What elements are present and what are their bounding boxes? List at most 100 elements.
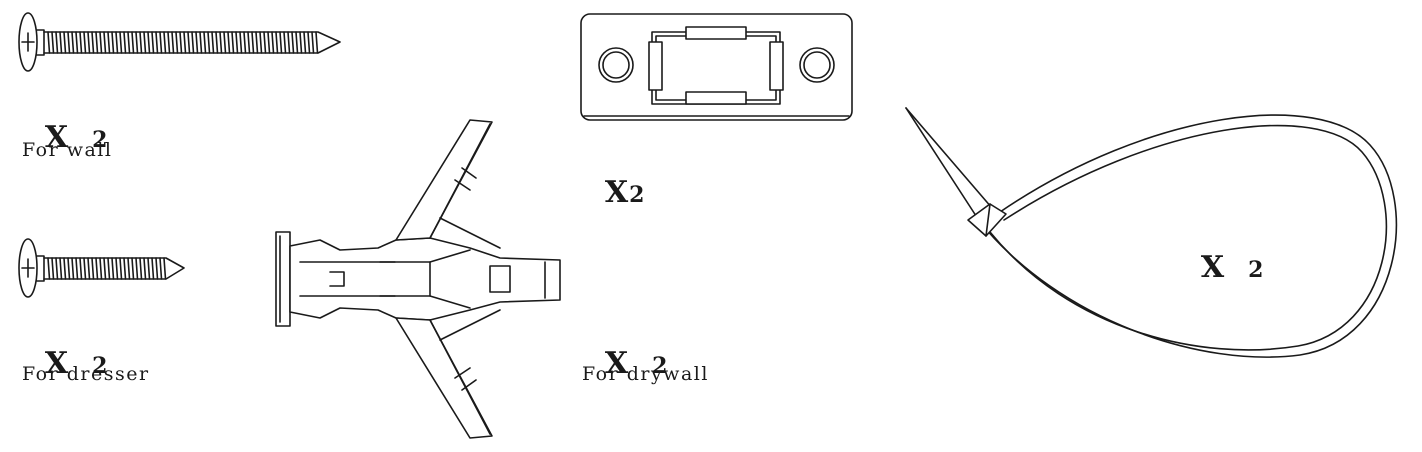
drywall-anchor-description: For drywall: [582, 363, 709, 385]
drywall-anchor-quantity-value: 2: [652, 353, 669, 379]
mounting-plate-quantity: X2: [582, 140, 645, 210]
screw-thread: [179, 31, 183, 54]
screw-thread: [311, 31, 315, 54]
screw-thread: [187, 31, 191, 54]
screw-thread: [255, 31, 259, 54]
screw-thread: [155, 257, 159, 280]
screw-thread: [123, 257, 127, 280]
screw-thread: [199, 31, 203, 54]
screw-thread: [227, 31, 231, 54]
screw-thread: [119, 31, 123, 54]
screw-thread: [87, 31, 91, 54]
screw-thread: [59, 31, 63, 54]
mounting-plate-quantity-value: 2: [629, 182, 646, 208]
screw-thread: [47, 257, 51, 280]
screw-thread: [127, 31, 131, 54]
screw-thread: [79, 31, 83, 54]
screw-thread: [59, 257, 63, 280]
screw-thread: [283, 31, 287, 54]
screw-thread: [67, 257, 71, 280]
screw-thread: [115, 257, 119, 280]
long-screw-illustration: [18, 12, 341, 72]
screw-thread: [203, 31, 207, 54]
short-screw-quantity-value: 2: [92, 353, 109, 379]
screw-thread: [143, 257, 147, 280]
screw-thread: [67, 31, 71, 54]
screw-thread: [307, 31, 311, 54]
short-screw-quantity: X 2: [22, 311, 108, 381]
cable-tie-illustration: [905, 107, 1398, 358]
screw-thread: [175, 31, 179, 54]
screw-thread: [87, 257, 91, 280]
screw-thread: [215, 31, 219, 54]
screw-thread: [299, 31, 303, 54]
screw-thread: [275, 31, 279, 54]
screw-thread: [111, 31, 115, 54]
screw-thread: [163, 257, 167, 280]
screw-thread: [71, 31, 75, 54]
screw-thread: [259, 31, 263, 54]
screw-thread: [295, 31, 299, 54]
mounting-plate-illustration: [580, 13, 853, 121]
screw-thread: [139, 31, 143, 54]
screw-thread: [103, 257, 107, 280]
screw-thread: [115, 31, 119, 54]
screw-thread: [47, 31, 51, 54]
screw-thread: [191, 31, 195, 54]
screw-thread: [63, 257, 67, 280]
screw-thread: [263, 31, 267, 54]
screw-thread: [107, 31, 111, 54]
screw-thread: [247, 31, 251, 54]
short-screw-illustration: [18, 238, 185, 298]
screw-thread: [235, 31, 239, 54]
screw-thread: [99, 257, 103, 280]
screw-thread: [251, 31, 255, 54]
screw-thread: [291, 31, 295, 54]
screw-thread: [119, 257, 123, 280]
screw-thread: [107, 257, 111, 280]
screw-thread: [211, 31, 215, 54]
screw-thread: [167, 31, 171, 54]
screw-thread: [207, 31, 211, 54]
screw-thread: [315, 31, 319, 54]
long-screw-description: For wall: [22, 139, 113, 161]
screw-thread: [51, 257, 55, 280]
screw-thread: [127, 257, 131, 280]
screw-thread: [151, 31, 155, 54]
screw-thread: [91, 31, 95, 54]
short-screw-description: For dresser: [22, 363, 150, 385]
screw-thread: [243, 31, 247, 54]
screw-thread: [111, 257, 115, 280]
screw-thread: [79, 257, 83, 280]
screw-thread: [287, 31, 291, 54]
screw-thread: [83, 257, 87, 280]
drywall-anchor-illustration: [275, 119, 561, 439]
screw-thread: [103, 31, 107, 54]
long-screw-quantity-value: 2: [92, 127, 109, 153]
screw-thread: [135, 257, 139, 280]
screw-thread: [143, 31, 147, 54]
screw-thread: [131, 31, 135, 54]
screw-thread: [135, 31, 139, 54]
long-screw-quantity-prefix: X: [44, 120, 70, 155]
screw-thread: [155, 31, 159, 54]
screw-thread: [55, 31, 59, 54]
screw-thread: [183, 31, 187, 54]
screw-thread: [219, 31, 223, 54]
screw-thread: [139, 257, 143, 280]
screw-thread: [159, 257, 163, 280]
cable-tie-quantity-value: 2: [1248, 257, 1265, 283]
screw-thread: [151, 257, 155, 280]
drywall-anchor-quantity: X 2: [582, 311, 668, 381]
screw-thread: [147, 257, 151, 280]
screw-thread: [123, 31, 127, 54]
screw-thread: [131, 257, 135, 280]
drywall-anchor-quantity-prefix: X: [604, 346, 630, 381]
screw-thread: [75, 31, 79, 54]
screw-thread: [95, 257, 99, 280]
screw-thread: [303, 31, 307, 54]
screw-thread: [223, 31, 227, 54]
screw-thread: [95, 31, 99, 54]
screw-thread: [279, 31, 283, 54]
